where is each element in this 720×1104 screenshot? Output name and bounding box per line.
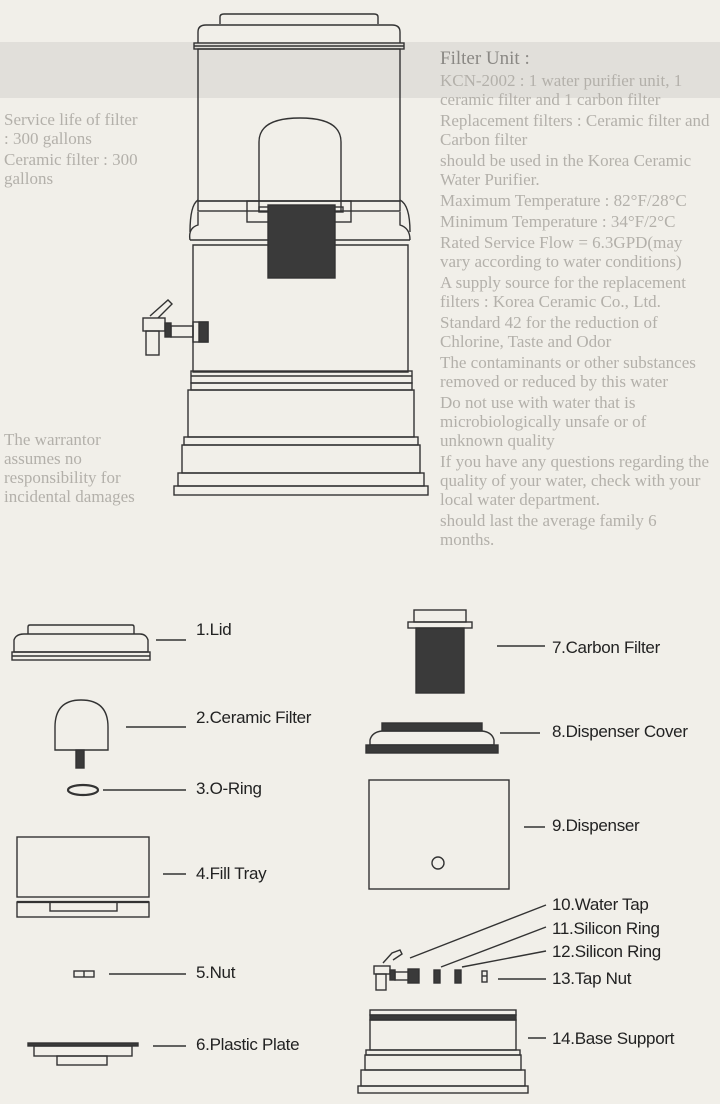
water-tap-part <box>373 904 547 991</box>
show-through-text: Ceramic filter : 300 gallons <box>4 150 138 188</box>
show-through-column-right: Filter Unit : KCN-2002 : 1 water purifie… <box>440 48 712 551</box>
show-through-text: should be used in the Korea Ceramic Wate… <box>440 151 692 189</box>
show-through-text: Maximum Temperature : 82°F/28°C <box>440 191 687 210</box>
lid-part <box>11 624 186 661</box>
base-support-part <box>357 1009 546 1094</box>
part-label-dispenser-cover: 8.Dispenser Cover <box>552 722 688 741</box>
part-label-water-tap: 10.Water Tap <box>552 895 649 914</box>
part-label-o-ring: 3.O-Ring <box>196 779 262 798</box>
show-through-text: A supply source for the replacement filt… <box>440 273 686 311</box>
ceramic-filter-part <box>54 699 186 769</box>
show-through-text: Filter Unit : <box>440 48 530 69</box>
show-through-text: KCN-2002 : 1 water purifier unit, 1 cera… <box>440 71 683 109</box>
part-label-nut: 5.Nut <box>196 963 236 982</box>
part-label-carbon-filter: 7.Carbon Filter <box>552 638 660 657</box>
part-label-plastic-plate: 6.Plastic Plate <box>196 1035 300 1054</box>
part-label-lid: 1.Lid <box>196 620 232 639</box>
show-through-text: The warrantor assumes no responsibility … <box>4 430 135 506</box>
show-through-text: Do not use with water that is microbiolo… <box>440 393 647 450</box>
part-label-dispenser: 9.Dispenser <box>552 816 640 835</box>
part-label-silicon-ring-11: 11.Silicon Ring <box>552 919 660 938</box>
part-label-base-support: 14.Base Support <box>552 1029 675 1048</box>
show-through-text: Standard 42 for the reduction of Chlorin… <box>440 313 658 351</box>
part-label-fill-tray: 4.Fill Tray <box>196 864 267 883</box>
show-through-column-left: Service life of filter : 300 gallons Cer… <box>4 110 138 190</box>
part-label-silicon-ring-12: 12.Silicon Ring <box>552 942 661 961</box>
show-through-text: Minimum Temperature : 34°F/2°C <box>440 212 676 231</box>
show-through-text: should last the average family 6 months. <box>440 511 657 549</box>
show-through-text: Service life of filter : 300 gallons <box>4 110 138 148</box>
silicon-ring-11-part <box>433 926 547 984</box>
show-through-text: If you have any questions regarding the … <box>440 452 710 509</box>
tap-nut-part <box>481 970 546 983</box>
plastic-plate-part <box>27 1042 186 1066</box>
show-through-text: Rated Service Flow = 6.3GPD(may vary acc… <box>440 233 683 271</box>
carbon-filter-part <box>407 609 545 694</box>
silicon-ring-12-part <box>454 950 547 984</box>
dispenser-cover-part <box>365 722 540 754</box>
show-through-text: Replacement filters : Ceramic filter and… <box>440 111 710 149</box>
show-through-column-left-lower: The warrantor assumes no responsibility … <box>4 430 138 508</box>
fill-tray-part <box>16 836 186 918</box>
nut-part <box>73 970 186 978</box>
dispenser-part <box>368 779 545 890</box>
part-label-ceramic-filter: 2.Ceramic Filter <box>196 708 312 727</box>
show-through-text: The contaminants or other substances rem… <box>440 353 696 391</box>
o-ring-part <box>66 783 186 797</box>
part-label-tap-nut: 13.Tap Nut <box>552 969 632 988</box>
